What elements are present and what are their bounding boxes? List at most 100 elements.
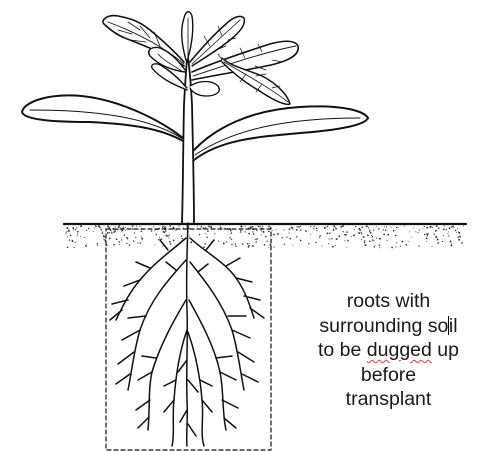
soil-speckle xyxy=(427,233,429,235)
soil-speckle xyxy=(422,228,423,229)
soil-speckle xyxy=(252,226,254,228)
soil-speckle xyxy=(437,239,439,241)
soil-speckle xyxy=(328,243,329,244)
soil-speckle xyxy=(453,227,454,228)
soil-speckle xyxy=(97,245,98,246)
soil-speckle xyxy=(300,226,301,227)
soil-speckle xyxy=(336,238,338,240)
soil-speckle xyxy=(178,225,179,226)
soil-speckle xyxy=(245,231,246,232)
soil-speckle xyxy=(379,244,380,245)
soil-speckle xyxy=(460,237,461,238)
soil-speckle xyxy=(125,227,126,228)
soil-speckle xyxy=(342,231,343,232)
soil-speckle xyxy=(207,230,209,232)
soil-speckle xyxy=(372,239,374,241)
soil-speckle xyxy=(86,243,87,244)
soil-speckle xyxy=(190,241,192,243)
soil-speckle xyxy=(296,236,297,237)
soil-speckle xyxy=(169,225,171,227)
soil-speckle xyxy=(155,234,157,236)
soil-speckle xyxy=(408,241,409,242)
soil-speckle xyxy=(235,243,237,245)
soil-speckle xyxy=(344,240,345,241)
soil-speckle xyxy=(355,226,356,227)
soil-speckle xyxy=(86,230,87,231)
soil-speckle xyxy=(358,232,360,234)
soil-speckle xyxy=(351,236,352,237)
soil-speckle xyxy=(319,235,321,237)
soil-speckle xyxy=(154,245,155,246)
soil-speckles xyxy=(65,225,463,248)
soil-speckle xyxy=(370,232,371,233)
soil-speckle xyxy=(108,227,110,229)
soil-speckle xyxy=(248,245,250,247)
soil-speckle xyxy=(417,232,418,233)
soil-speckle xyxy=(430,227,431,228)
soil-speckle xyxy=(273,234,275,236)
soil-speckle xyxy=(405,244,407,246)
soil-speckle xyxy=(364,242,366,244)
soil-speckle xyxy=(451,243,452,244)
soil-speckle xyxy=(361,233,362,234)
caption-line-4: before xyxy=(296,363,481,388)
soil-speckle xyxy=(297,226,298,227)
soil-speckle xyxy=(240,225,242,227)
soil-speckle xyxy=(129,245,131,247)
soil-speckle xyxy=(396,227,397,228)
soil-speckle xyxy=(229,237,231,239)
soil-speckle xyxy=(360,232,361,233)
soil-speckle xyxy=(121,230,123,232)
soil-speckle xyxy=(140,242,141,243)
soil-speckle xyxy=(268,247,269,248)
soil-speckle xyxy=(242,243,244,245)
soil-speckle xyxy=(231,232,233,234)
soil-speckle xyxy=(333,228,334,229)
soil-speckle xyxy=(162,245,163,246)
soil-speckle xyxy=(107,232,109,234)
soil-speckle xyxy=(457,236,459,238)
soil-speckle xyxy=(446,229,447,230)
soil-speckle xyxy=(262,226,263,227)
soil-speckle xyxy=(383,229,384,230)
soil-speckle xyxy=(315,242,317,244)
soil-speckle xyxy=(169,234,170,235)
soil-speckle xyxy=(366,226,367,227)
soil-speckle xyxy=(443,235,444,236)
soil-speckle xyxy=(316,227,318,229)
soil-speckle xyxy=(426,237,428,239)
soil-speckle xyxy=(75,229,76,230)
soil-speckle xyxy=(182,238,183,239)
soil-speckle xyxy=(376,238,377,239)
soil-speckle xyxy=(137,242,138,243)
soil-speckle xyxy=(384,226,385,227)
soil-speckle xyxy=(404,226,405,227)
soil-speckle xyxy=(94,227,95,228)
soil-speckle xyxy=(409,231,410,232)
soil-speckle xyxy=(102,233,103,234)
soil-speckle xyxy=(443,225,444,226)
soil-speckle xyxy=(386,226,387,227)
soil-speckle xyxy=(77,231,79,233)
soil-speckle xyxy=(103,239,104,240)
caption-line-2: surrounding soil xyxy=(296,314,481,339)
soil-speckle xyxy=(162,227,163,228)
soil-speckle xyxy=(169,241,171,243)
soil-speckle xyxy=(316,230,317,231)
soil-speckle xyxy=(291,227,293,229)
soil-speckle xyxy=(159,237,160,238)
soil-speckle xyxy=(68,231,69,232)
soil-speckle xyxy=(298,226,300,228)
left-true-leaves xyxy=(103,16,187,90)
soil-speckle xyxy=(434,234,435,235)
soil-speckle xyxy=(371,235,372,236)
soil-speckle xyxy=(205,233,206,234)
soil-speckle xyxy=(391,247,393,249)
soil-speckle xyxy=(205,227,206,228)
soil-speckle xyxy=(170,243,172,245)
soil-speckle xyxy=(255,241,256,242)
soil-speckle xyxy=(77,235,78,236)
right-cotyledon-leaf xyxy=(194,106,368,160)
soil-speckle xyxy=(268,231,270,233)
soil-speckle xyxy=(335,227,336,228)
